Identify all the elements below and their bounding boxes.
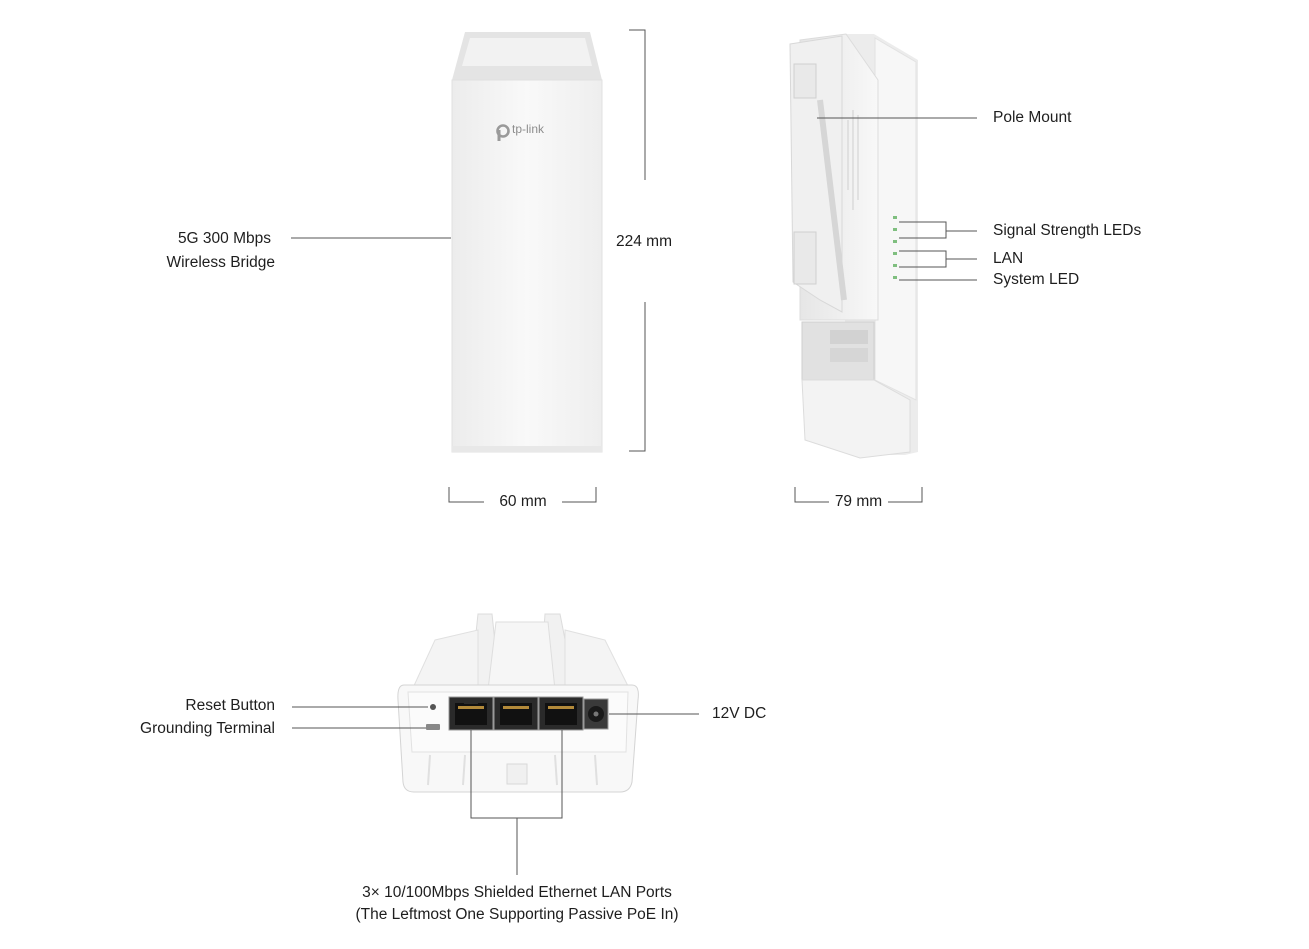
depth-dimension-line [794, 487, 923, 503]
side-leader-lines [817, 117, 977, 281]
width-dimension-line [448, 487, 597, 503]
signal-strength-leds-label: Signal Strength LEDs [993, 222, 1142, 239]
height-dimension-line [629, 29, 646, 452]
product-name-line2: Wireless Bridge [166, 254, 275, 271]
ethernet-port-icon [448, 696, 494, 731]
bottom-leader-lines [292, 706, 699, 875]
system-led-label: System LED [993, 271, 1080, 288]
power-label: 12V DC [712, 705, 767, 722]
pole-mount-label: Pole Mount [993, 109, 1072, 126]
reset-button-label: Reset Button [185, 697, 275, 714]
tp-link-logo-icon [496, 124, 510, 141]
ethernet-port-icon [538, 696, 584, 731]
front-device-image [451, 32, 603, 453]
led-strip [893, 216, 897, 279]
ethernet-port-icon [493, 696, 539, 731]
side-device-image [789, 33, 918, 459]
dc-power-jack-icon [583, 698, 609, 730]
ports-label-line1: 3× 10/100Mbps Shielded Ethernet LAN Port… [362, 884, 672, 901]
reset-button-icon [430, 704, 436, 710]
bottom-device-image [397, 613, 639, 793]
tp-link-logo-text: tp-link [512, 122, 545, 136]
product-name-line1: 5G 300 Mbps [177, 230, 271, 247]
depth-dimension-label: 79 mm [834, 493, 883, 510]
width-dimension-label: 60 mm [499, 493, 547, 510]
ports-label-line2: (The Leftmost One Supporting Passive PoE… [355, 906, 679, 923]
grounding-terminal-label: Grounding Terminal [140, 720, 275, 737]
height-dimension-label: 224 mm [616, 233, 672, 250]
lan-label: LAN [993, 250, 1024, 267]
grounding-terminal-icon [426, 724, 440, 730]
